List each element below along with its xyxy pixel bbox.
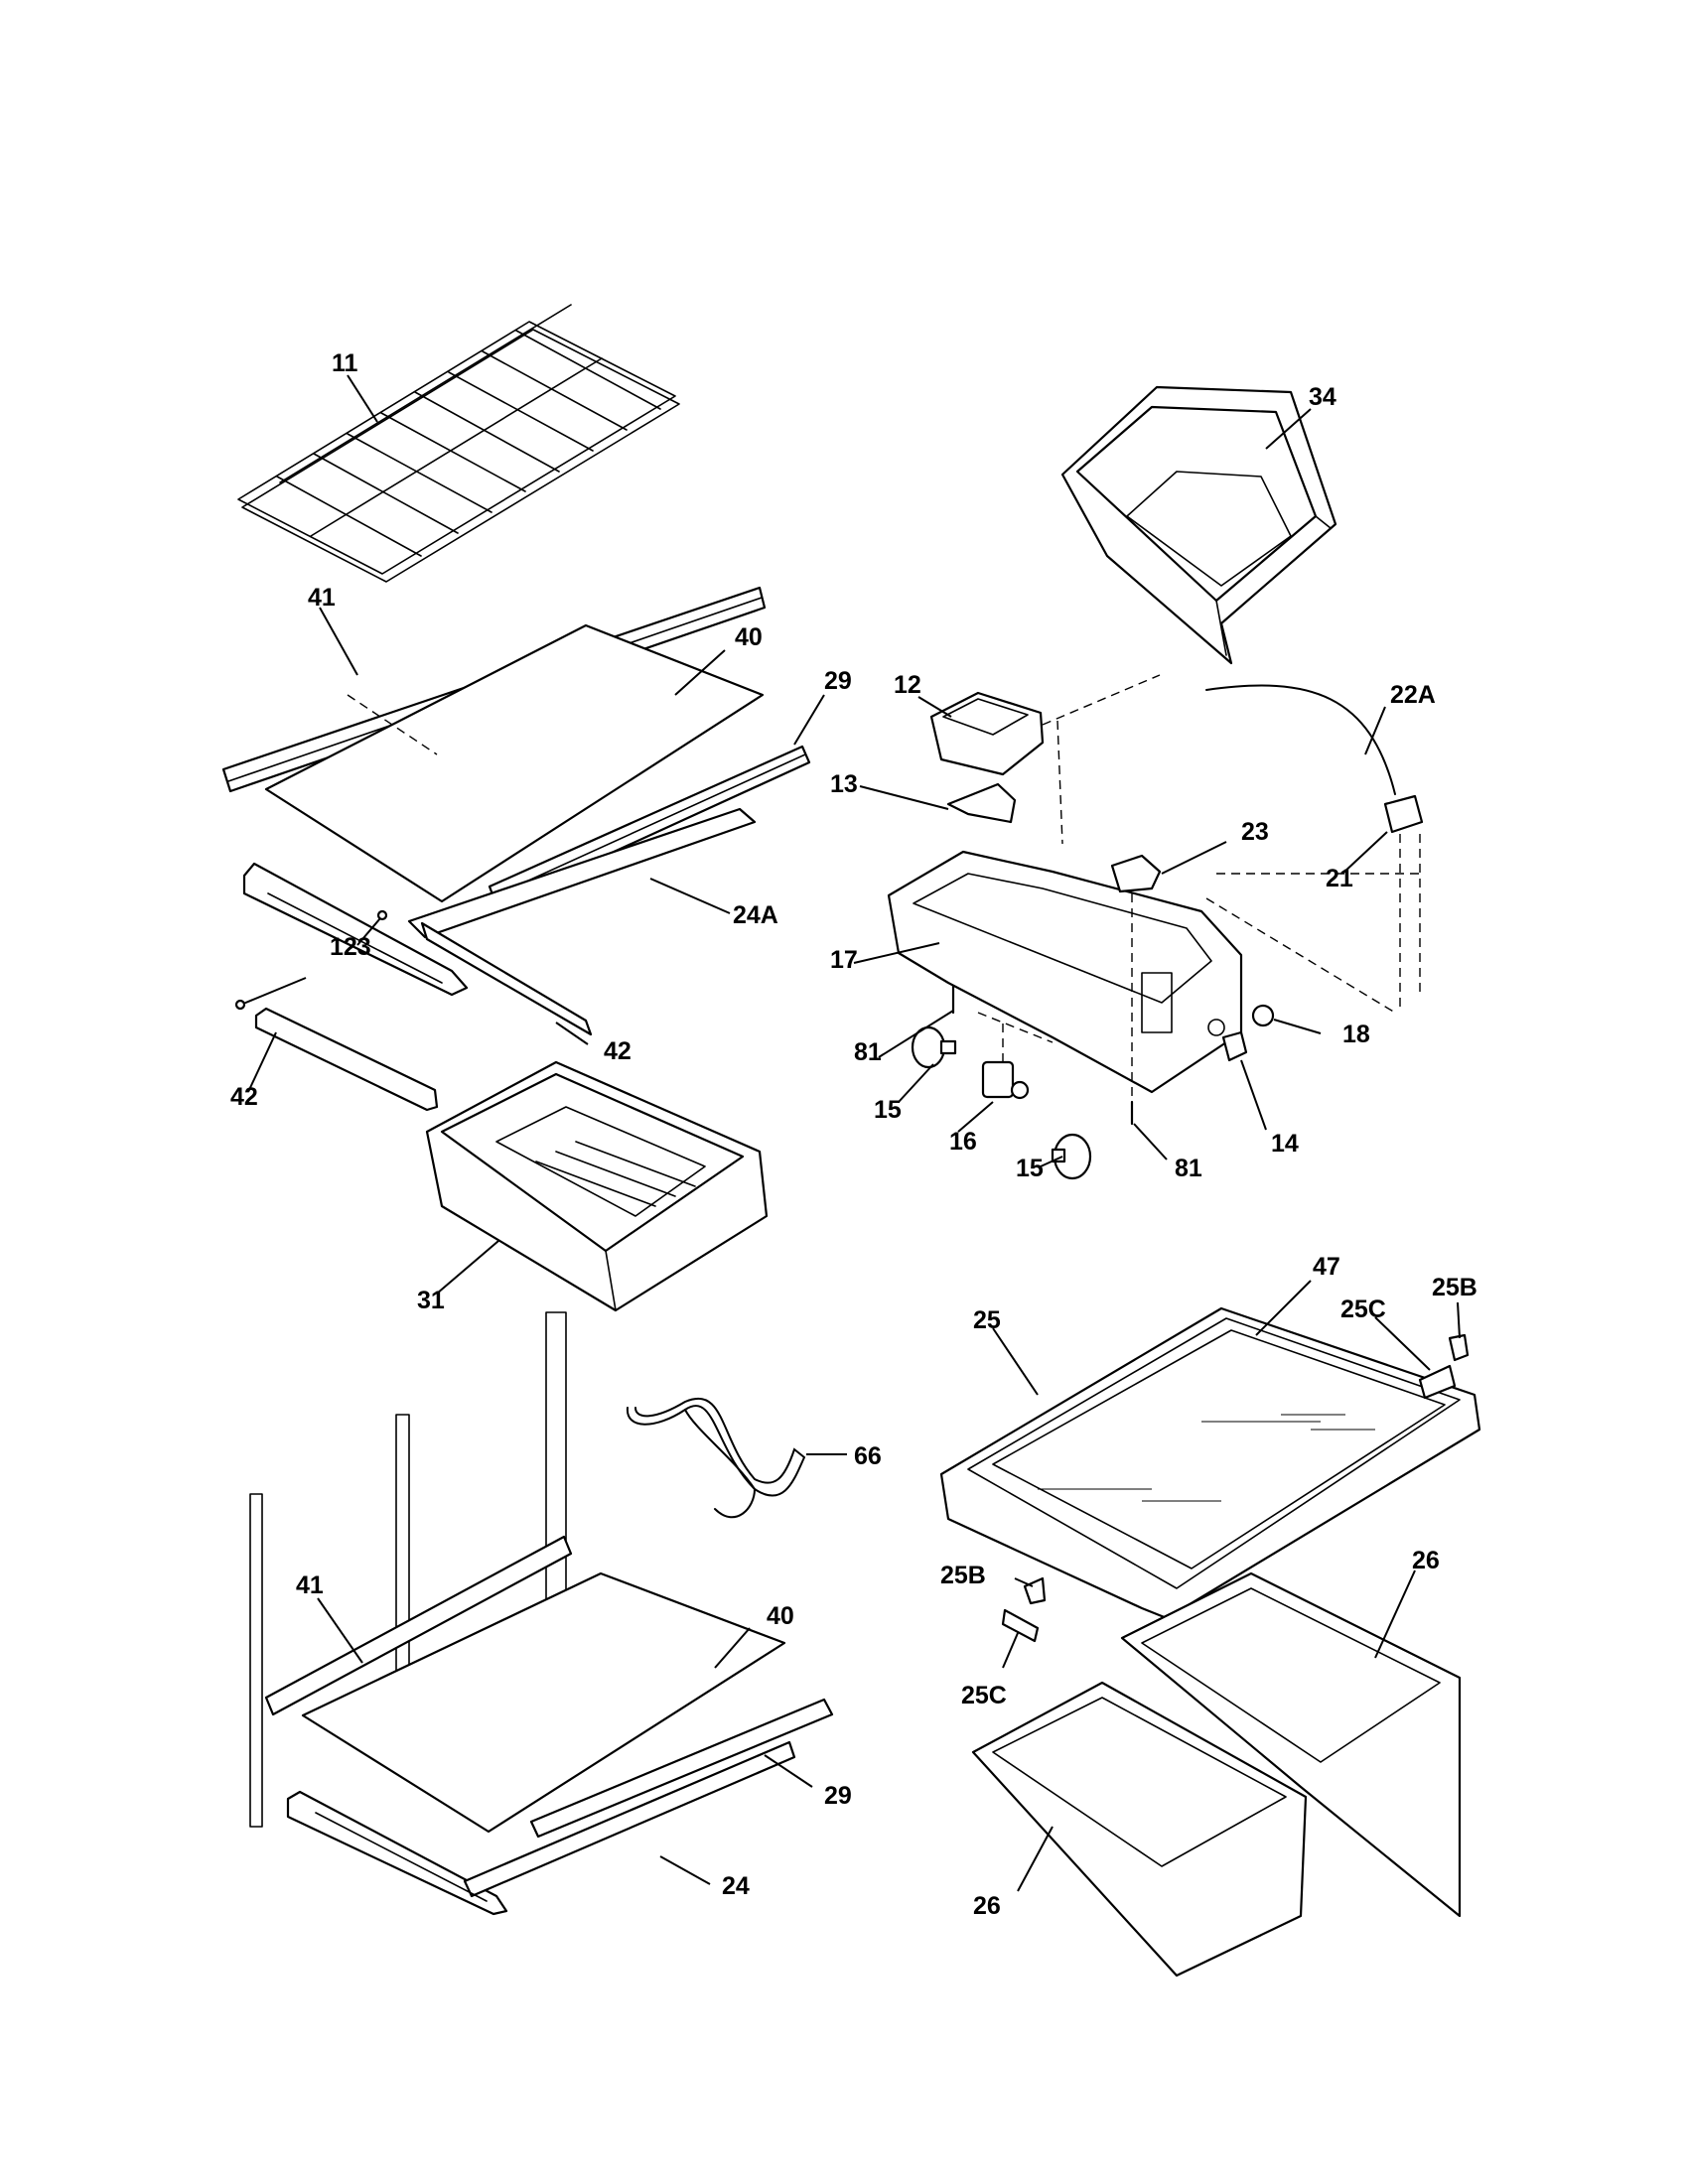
part-42-lower-bracket	[254, 1007, 439, 1112]
callout-41b: 41	[296, 1571, 324, 1599]
callout-14: 14	[1271, 1130, 1299, 1158]
part-25-crisper-frame	[939, 1306, 1481, 1620]
part-24a-upper-shelf-frame	[242, 807, 757, 997]
callout-25: 25	[973, 1306, 1001, 1334]
callout-24: 24	[722, 1872, 750, 1900]
part-81-screw	[951, 984, 1134, 1126]
callout-24a: 24A	[733, 901, 778, 929]
callout-25b-a: 25B	[1432, 1274, 1477, 1301]
callout-47: 47	[1313, 1253, 1340, 1281]
callout-81a: 81	[854, 1038, 882, 1066]
callout-25b-b: 25B	[940, 1562, 986, 1589]
callout-26a: 26	[1412, 1547, 1440, 1574]
assembly-guides	[347, 674, 1421, 1097]
callout-123: 123	[330, 933, 371, 961]
part-40-lower-glass-shelf	[301, 1571, 786, 1834]
part-12-cover	[929, 691, 1045, 776]
part-11-wire-shelf	[237, 304, 680, 583]
callout-labels: 11 34 41 40 29 12 22A 13 23 21 24A 17 123 42 42 81 18 15 1…	[230, 349, 1477, 1920]
leader-lines	[242, 374, 1461, 1892]
callout-29a: 29	[824, 667, 852, 695]
part-15-bulb	[911, 1025, 1092, 1180]
part-18-knob	[1251, 1004, 1275, 1027]
callout-66: 66	[854, 1442, 882, 1470]
part-31-drawer	[425, 1060, 769, 1312]
part-25c-slide	[1001, 1364, 1457, 1643]
callout-29b: 29	[824, 1782, 852, 1810]
callout-41a: 41	[308, 584, 336, 612]
callout-26b: 26	[973, 1892, 1001, 1920]
part-41-lower-rear-trim	[264, 1535, 573, 1716]
part-123-screw	[234, 909, 388, 1011]
part-26-left-drawer	[971, 1681, 1308, 1978]
callout-31: 31	[417, 1287, 445, 1314]
part-26-right-drawer	[1120, 1571, 1462, 1918]
part-23-timer	[1110, 854, 1162, 893]
part-22a-wire-harness	[1205, 684, 1396, 795]
callout-16: 16	[949, 1128, 977, 1156]
callout-81b: 81	[1175, 1155, 1202, 1182]
part-13-lens	[946, 782, 1017, 824]
cabinet-rails	[249, 1311, 567, 1828]
callout-15a: 15	[874, 1096, 902, 1124]
callout-18: 18	[1342, 1021, 1370, 1048]
callout-21: 21	[1326, 865, 1353, 892]
callout-23: 23	[1241, 818, 1269, 846]
callout-22a: 22A	[1390, 681, 1436, 709]
part-24-lower-shelf-frame	[286, 1740, 796, 1916]
callout-25c-b: 25C	[961, 1682, 1007, 1709]
callout-25c-a: 25C	[1340, 1296, 1386, 1323]
part-14-switch	[1221, 1030, 1248, 1062]
callout-40b: 40	[767, 1602, 794, 1630]
callout-13: 13	[830, 770, 858, 798]
callout-17: 17	[830, 946, 858, 974]
callout-11: 11	[332, 349, 358, 377]
callout-40a: 40	[735, 623, 763, 651]
callout-34: 34	[1309, 383, 1336, 411]
part-42-upper-bracket	[420, 921, 593, 1036]
callout-42b: 42	[230, 1083, 258, 1111]
part-34-bin	[1060, 385, 1337, 665]
part-16-socket	[981, 1060, 1030, 1100]
part-29-lower-front-trim	[529, 1698, 834, 1839]
callout-12: 12	[894, 671, 921, 699]
part-47-crisper-glass	[992, 1329, 1446, 1570]
part-66-wine-rack	[626, 1397, 806, 1519]
part-21-switch	[1383, 794, 1424, 834]
callout-42a: 42	[604, 1037, 632, 1065]
part-40-upper-glass-shelf	[264, 623, 765, 903]
callout-15b: 15	[1016, 1155, 1044, 1182]
